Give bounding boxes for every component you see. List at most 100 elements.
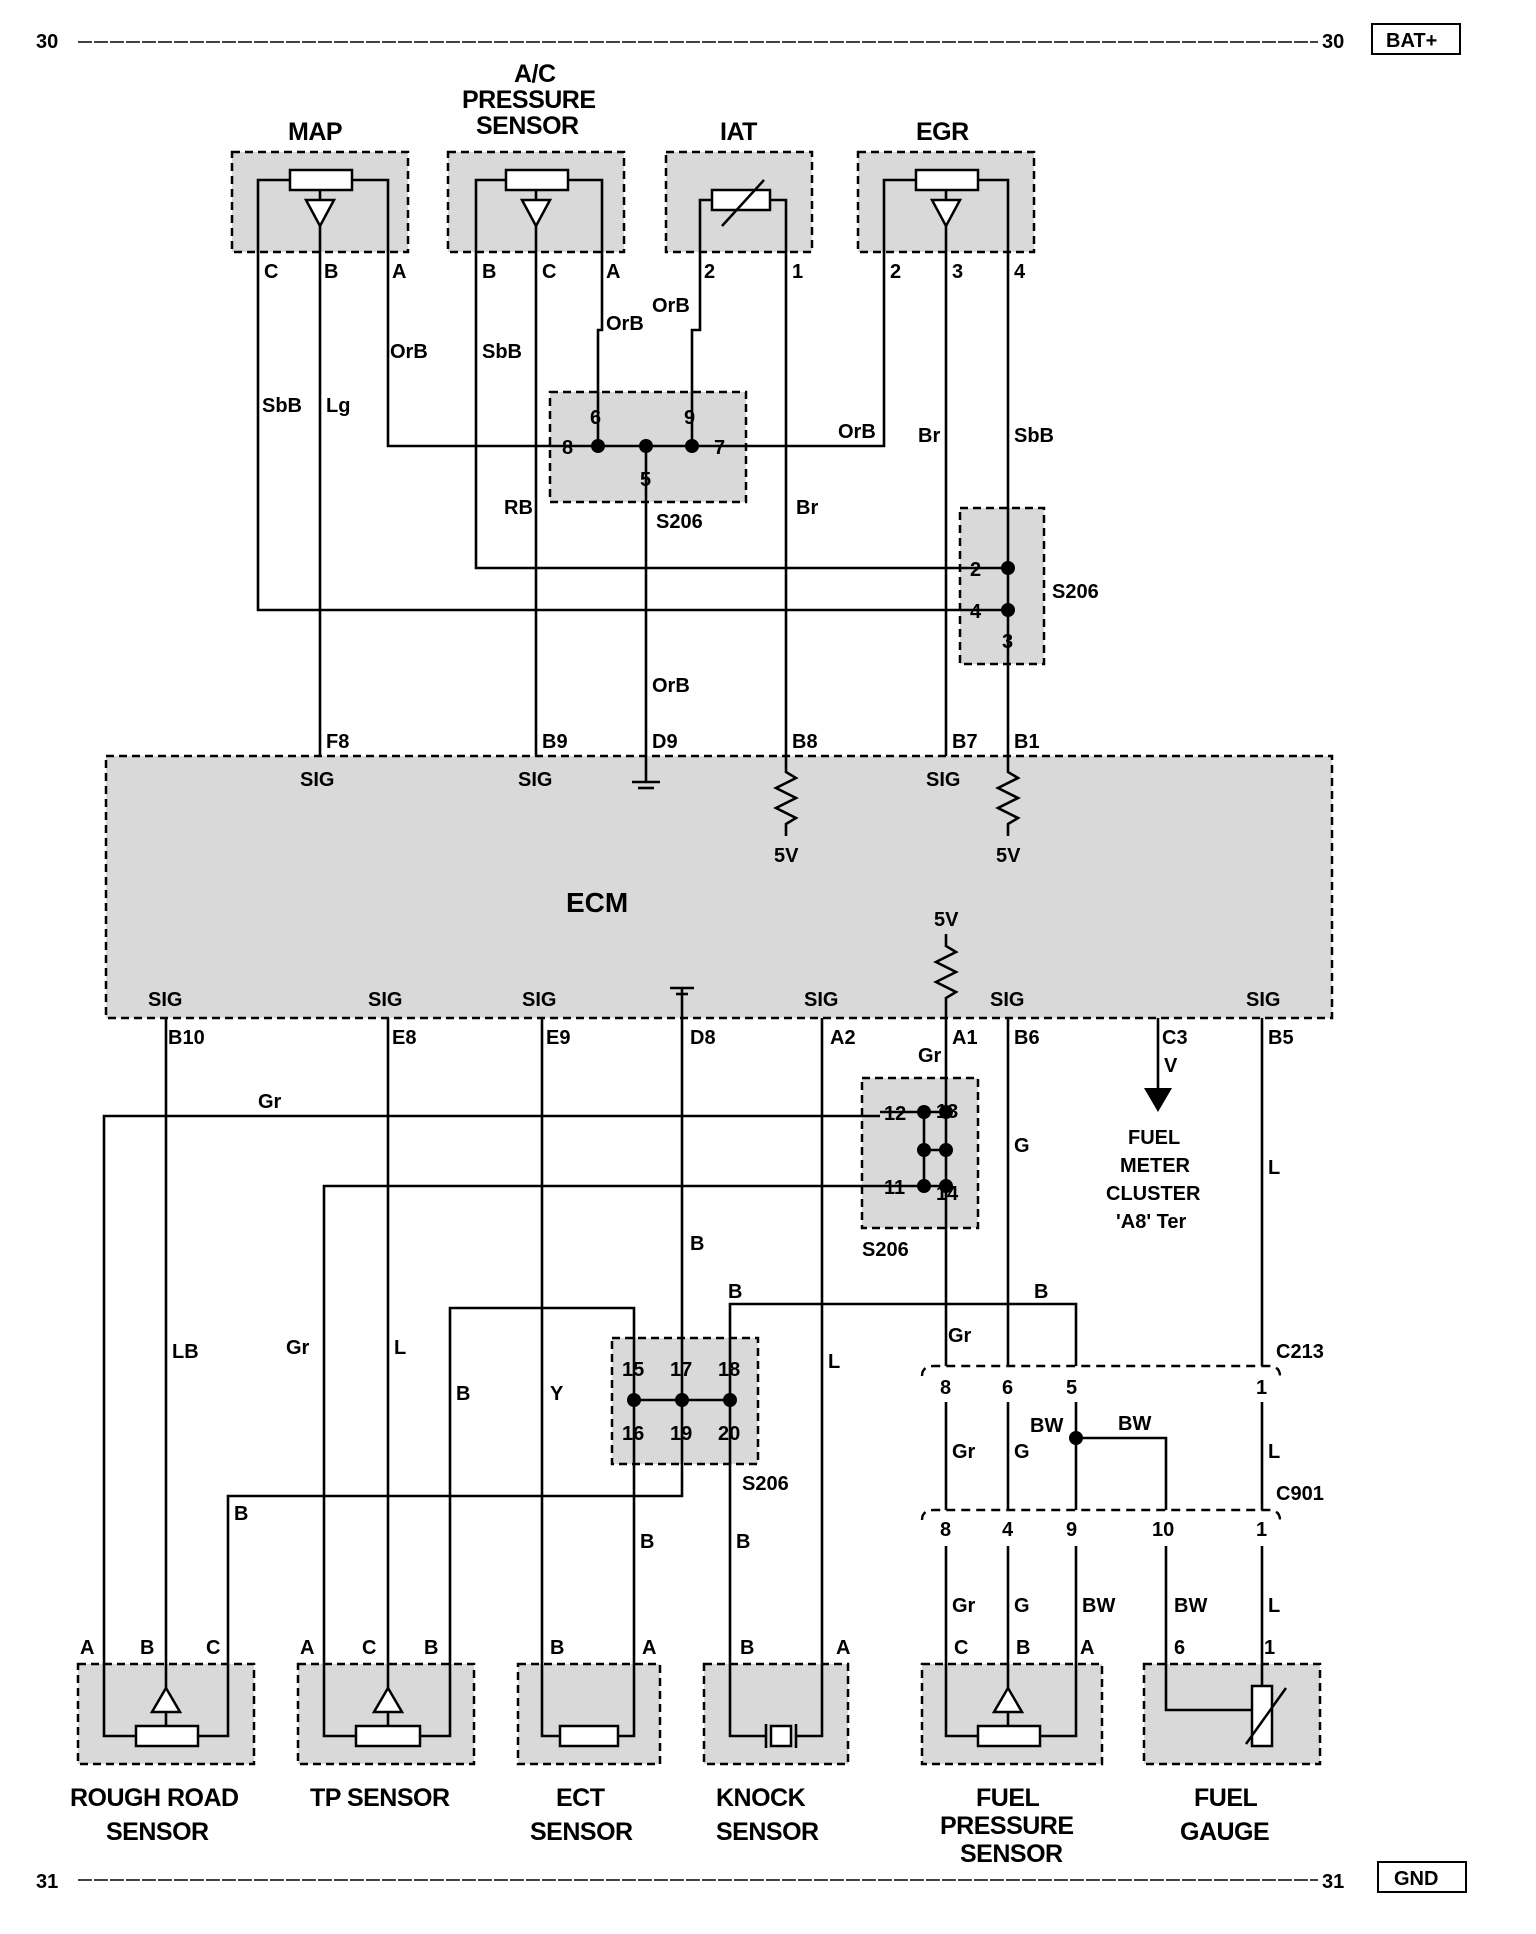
wc-fp-gr: Gr [952, 1595, 976, 1617]
map-pin-b: B [324, 261, 338, 283]
ecm-sig-b10: SIG [148, 989, 182, 1011]
tp-sensor: A C B TP SENSOR [296, 1637, 476, 1812]
ac-pressure-sensor: A/C PRESSURE SENSOR B C A [446, 60, 626, 283]
ecm-pin-a2: A2 [830, 1027, 856, 1049]
tp-pin-b: B [424, 1637, 438, 1659]
iat-pin-1: 1 [792, 261, 803, 283]
s206c-pin-12: 12 [884, 1103, 906, 1125]
egr-pin-2: 2 [890, 261, 901, 283]
wc-fg-bw: BW [1174, 1595, 1207, 1617]
s206d-pin-18: 18 [718, 1359, 740, 1381]
ecm-sig-e8: SIG [368, 989, 402, 1011]
knock-label-1: KNOCK [716, 1784, 806, 1812]
wc-map-c: SbB [262, 395, 302, 417]
tp-pin-c: C [362, 1637, 376, 1659]
splice-s206-c: 12 13 11 14 S206 [860, 1076, 980, 1261]
rail-bottom-left-label: 31 [36, 1871, 58, 1893]
tp-pin-a: A [300, 1637, 314, 1659]
s206c-pin-14: 14 [936, 1183, 959, 1205]
top-wires [256, 252, 1010, 756]
wc-egr-3: Br [918, 425, 940, 447]
rail-top-right-label: 30 [1322, 31, 1344, 53]
iat-sensor: IAT 2 1 [664, 118, 814, 283]
wc-egr-2: OrB [838, 421, 876, 443]
s206b-label: S206 [1052, 581, 1099, 603]
wc-ect-b: B [640, 1531, 654, 1553]
ecm-pin-e9: E9 [546, 1027, 570, 1049]
wc-knock-l: L [828, 1351, 840, 1373]
knock-label-2: SENSOR [716, 1818, 819, 1846]
fuel-meter-l1: FUEL [1128, 1127, 1180, 1149]
ecm-5v-b1: 5V [996, 845, 1021, 867]
ecm-pin-a1: A1 [952, 1027, 978, 1049]
ecm-sig-b6: SIG [990, 989, 1024, 1011]
ac-title-3: SENSOR [476, 112, 579, 140]
rail-bottom-right-label: 31 [1322, 1871, 1344, 1893]
ac-title-2: PRESSURE [462, 86, 596, 114]
fuel-meter-l3: CLUSTER [1106, 1183, 1201, 1205]
ect-label-1: ECT [556, 1784, 605, 1812]
s206c-pin-11: 11 [884, 1177, 905, 1199]
gnd-tag: GND [1394, 1868, 1438, 1890]
connector-c901: C901 8 4 9 10 1 [920, 1483, 1324, 1541]
iat-title: IAT [720, 118, 757, 146]
fuel-meter-l4: 'A8' Ter [1116, 1211, 1186, 1233]
ecm-pin-f8: F8 [326, 731, 349, 753]
ecm-module: ECM F8 B9 D9 B8 B7 B1 SIG SIG SIG 5V 5V … [104, 731, 1334, 1049]
ecm-pin-b5: B5 [1268, 1027, 1294, 1049]
ecm-sig-a2: SIG [804, 989, 838, 1011]
wc-map-a: OrB [390, 341, 428, 363]
rr-pin-c: C [206, 1637, 220, 1659]
egr-pin-3: 3 [952, 261, 963, 283]
fp-pin-a: A [1080, 1637, 1094, 1659]
fuel-meter-cluster-ref: V FUEL METER CLUSTER 'A8' Ter [1106, 1018, 1201, 1233]
s206d-pin-17: 17 [670, 1359, 692, 1381]
fuel-pressure-sensor: C B A FUEL PRESSURE SENSOR [920, 1637, 1104, 1868]
wc-rr-lb: LB [172, 1341, 199, 1363]
ac-pin-c: C [542, 261, 556, 283]
map-title: MAP [288, 118, 342, 146]
fp-label-2: PRESSURE [940, 1812, 1074, 1840]
wc-iat-2: OrB [652, 295, 690, 317]
wc-d8-b: B [690, 1233, 704, 1255]
wc-c213-bw2: BW [1118, 1413, 1151, 1435]
ac-pin-b: B [482, 261, 496, 283]
wc-iat-1: Br [796, 497, 818, 519]
fuel-meter-l2: METER [1120, 1155, 1191, 1177]
wc-tp-b: B [456, 1383, 470, 1405]
rr-label-1: ROUGH ROAD [70, 1784, 239, 1812]
wc-ac-c: RB [504, 497, 533, 519]
rr-label-2: SENSOR [106, 1818, 209, 1846]
wc-ect-y: Y [550, 1383, 564, 1405]
ect-pin-b: B [550, 1637, 564, 1659]
ecm-pin-d9: D9 [652, 731, 678, 753]
ecm-pin-e8: E8 [392, 1027, 416, 1049]
splice-s206-d: 15 17 18 16 19 20 S206 [610, 1336, 789, 1495]
wc-tp-l: L [394, 1337, 406, 1359]
map-sensor: MAP C B A [230, 118, 410, 283]
c213-name: C213 [1276, 1341, 1324, 1363]
ecm-name: ECM [566, 887, 628, 918]
wc-c213-gr: Gr [952, 1441, 976, 1463]
fp-label-3: SENSOR [960, 1840, 1063, 1868]
wc-fg-l: L [1268, 1595, 1280, 1617]
c901-pin-4: 4 [1002, 1519, 1014, 1541]
s206a-label: S206 [656, 511, 703, 533]
splice-s206-b: 2 4 3 S206 [958, 506, 1099, 666]
wc-fp-g: G [1014, 1595, 1030, 1617]
wc-fp-bw: BW [1082, 1595, 1115, 1617]
s206a-pin-5: 5 [640, 469, 651, 491]
ecm-sig-b5: SIG [1246, 989, 1280, 1011]
gnd-rail: 31 31 GND [36, 1861, 1467, 1893]
s206a-pin-6: 6 [590, 407, 601, 429]
wc-rr-gr: Gr [258, 1091, 282, 1113]
ecm-5v-a1: 5V [934, 909, 959, 931]
s206b-pin-2: 2 [970, 559, 981, 581]
wc-c3-v: V [1164, 1055, 1178, 1077]
wc-s206-to-c213: B [1034, 1281, 1048, 1303]
bat-rail: 30 30 BAT+ [36, 23, 1461, 55]
knock-pin-b: B [740, 1637, 754, 1659]
s206a-pin-8: 8 [562, 437, 573, 459]
ecm-pin-b7: B7 [952, 731, 978, 753]
